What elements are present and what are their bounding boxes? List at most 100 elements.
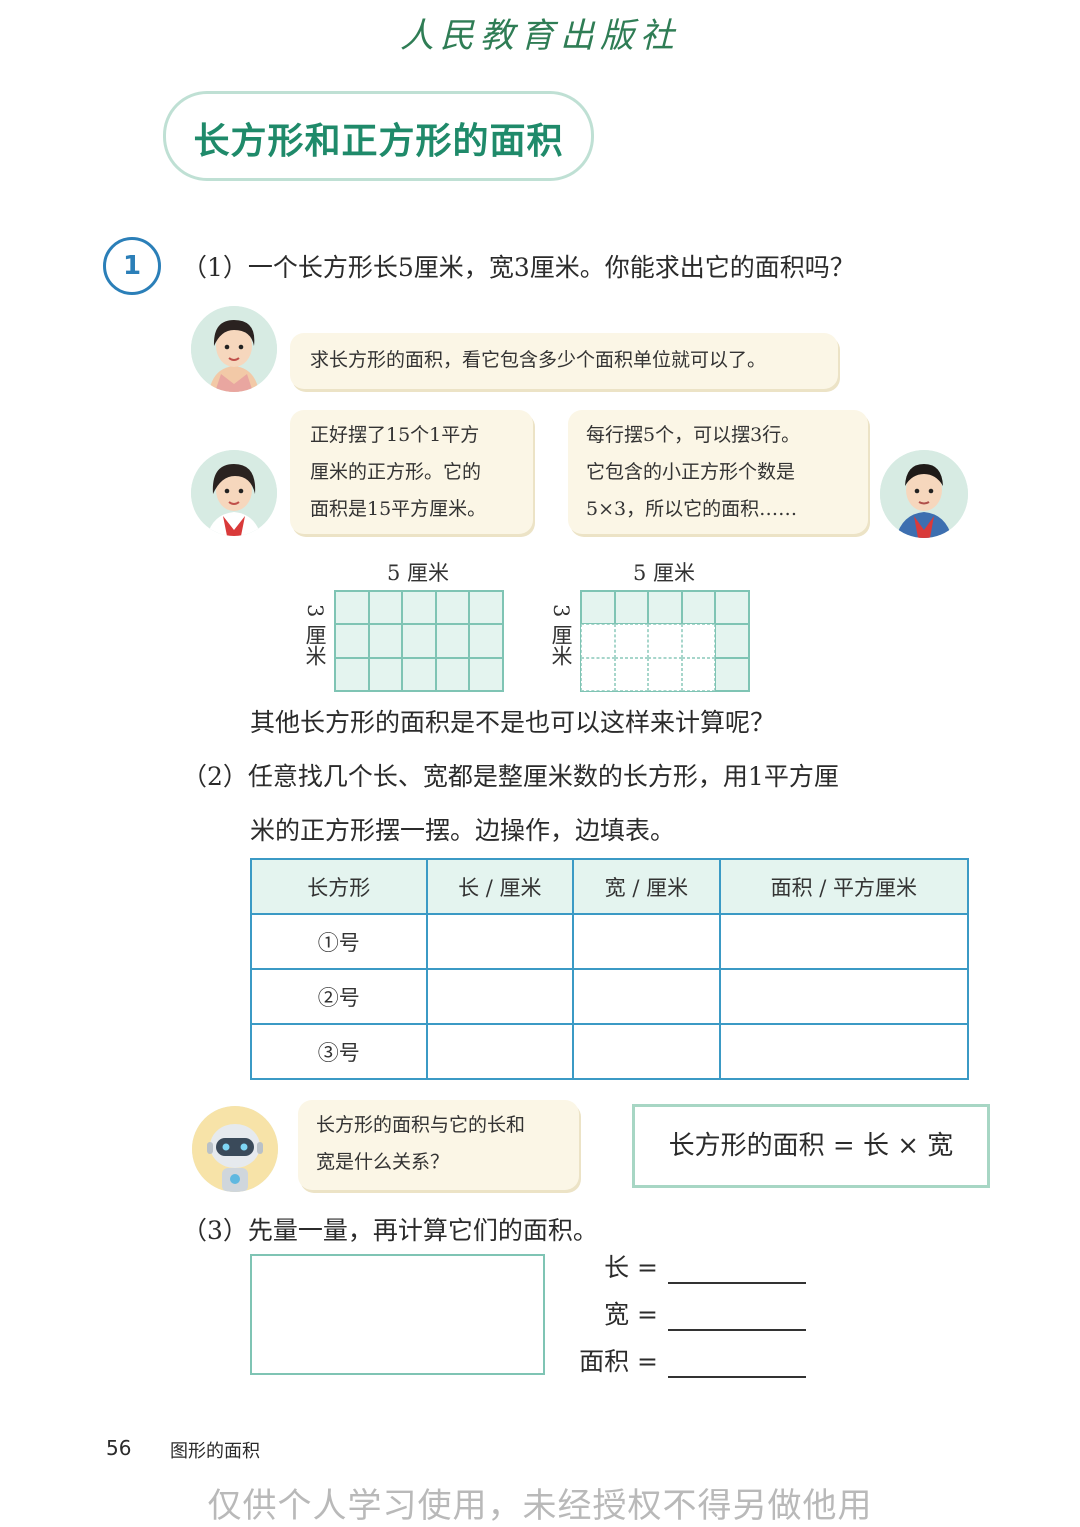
- chapter-name: 图形的面积: [170, 1441, 260, 1462]
- bubble-line: 宽是什么关系？: [316, 1151, 450, 1173]
- bubble-line: 它包含的小正方形个数是: [586, 461, 796, 483]
- speech-bubble-robot: 长方形的面积与它的长和 宽是什么关系？: [298, 1100, 579, 1190]
- area-answer-blank[interactable]: [668, 1356, 806, 1378]
- table-row: ②号: [250, 968, 970, 1025]
- bubble-line: 面积是15平方厘米。: [310, 498, 487, 520]
- unit-square: [648, 657, 682, 691]
- unit-square-grid-full: [334, 590, 504, 692]
- girl-avatar-2: [191, 450, 277, 536]
- bubble-line: 正好摆了15个1平方: [310, 424, 480, 446]
- length-cell[interactable]: [425, 1023, 575, 1080]
- length-cell[interactable]: [425, 913, 575, 970]
- measure-area-row: 面积 =: [548, 1342, 806, 1378]
- bubble-text: 求长方形的面积，看它包含多少个面积单位就可以了。: [310, 349, 767, 371]
- measure-length-label: 长 =: [604, 1253, 658, 1282]
- unit-square: [681, 657, 716, 691]
- unit-square: [715, 591, 749, 625]
- unit-square: [581, 624, 615, 658]
- row-label: ③号: [250, 1023, 428, 1080]
- unit-square: [335, 657, 369, 691]
- page-number: 56: [106, 1436, 132, 1460]
- lesson-title-badge: 长方形和正方形的面积: [163, 91, 594, 181]
- unit-square: [715, 624, 749, 658]
- measure-length-row: 长 =: [548, 1248, 806, 1284]
- grid-left-length-label: 5 厘米: [386, 561, 450, 585]
- unit-square: [614, 591, 649, 625]
- unit-square: [681, 591, 716, 625]
- part3-text: （3）先量一量，再计算它们的面积。: [182, 1216, 598, 1245]
- unit-square-grid-partial: [580, 590, 750, 692]
- measure-rectangle: [250, 1254, 545, 1375]
- length-cell[interactable]: [425, 968, 575, 1025]
- unit-square: [469, 591, 503, 625]
- part2-line1: （2）任意找几个长、宽都是整厘米数的长方形，用1平方厘: [182, 762, 839, 791]
- unit-square: [469, 657, 503, 691]
- question-number: 1: [103, 237, 161, 295]
- unit-square: [335, 624, 369, 658]
- width-cell[interactable]: [572, 913, 721, 970]
- unit-square: [368, 591, 403, 625]
- girl-avatar-1: [191, 306, 277, 392]
- unit-square: [368, 657, 403, 691]
- question-other-text: 其他长方形的面积是不是也可以这样来计算呢？: [250, 708, 776, 737]
- unit-square: [435, 657, 470, 691]
- measure-width-row: 宽 =: [548, 1295, 806, 1331]
- watermark-text: 仅供个人学习使用，未经授权不得另做他用: [207, 1486, 873, 1526]
- row-label: ①号: [250, 913, 428, 970]
- area-cell[interactable]: [718, 1023, 970, 1080]
- area-cell[interactable]: [718, 913, 970, 970]
- bubble-line: 厘米的正方形。它的: [310, 461, 482, 483]
- width-answer-blank[interactable]: [668, 1309, 806, 1331]
- speech-bubble-boy: 每行摆5个，可以摆3行。 它包含的小正方形个数是 5×3，所以它的面积……: [568, 410, 868, 534]
- unit-square: [402, 591, 436, 625]
- width-cell[interactable]: [572, 968, 721, 1025]
- publisher-logo: 人民教育出版社: [400, 16, 680, 56]
- unit-square: [368, 624, 403, 658]
- table-row: ①号: [250, 913, 970, 970]
- length-answer-blank[interactable]: [668, 1262, 806, 1284]
- grid-left-width-label: 3 厘米: [303, 604, 327, 667]
- area-cell[interactable]: [718, 968, 970, 1025]
- unit-square: [581, 657, 615, 691]
- rectangle-table: 长方形 长 / 厘米 宽 / 厘米 面积 / 平方厘米 ①号 ②号 ③号: [250, 858, 970, 1080]
- unit-square: [435, 624, 470, 658]
- boy-avatar: [880, 450, 968, 538]
- table-header: 长方形: [250, 858, 428, 915]
- unit-square: [614, 624, 649, 658]
- part1-text: （1）一个长方形长5厘米，宽3厘米。你能求出它的面积吗？: [182, 253, 855, 282]
- row-label: ②号: [250, 968, 428, 1025]
- unit-square: [402, 657, 436, 691]
- table-header: 长 / 厘米: [425, 858, 575, 915]
- speech-bubble-girl1: 求长方形的面积，看它包含多少个面积单位就可以了。: [290, 333, 838, 389]
- part2-line2: 米的正方形摆一摆。边操作，边填表。: [250, 816, 676, 845]
- unit-square: [648, 624, 682, 658]
- grid-right-width-label: 3 厘米: [549, 604, 573, 667]
- measure-width-label: 宽 =: [604, 1300, 658, 1329]
- unit-square: [469, 624, 503, 658]
- unit-square: [614, 657, 649, 691]
- grid-right-length-label: 5 厘米: [632, 561, 696, 585]
- bubble-line: 每行摆5个，可以摆3行。: [586, 424, 801, 446]
- unit-square: [435, 591, 470, 625]
- unit-square: [581, 591, 615, 625]
- unit-square: [648, 591, 682, 625]
- unit-square: [681, 624, 716, 658]
- table-header: 宽 / 厘米: [572, 858, 721, 915]
- girl-portrait-icon: [191, 306, 277, 392]
- girl-portrait-icon: [191, 450, 277, 536]
- table-header-row: 长方形 长 / 厘米 宽 / 厘米 面积 / 平方厘米: [250, 858, 970, 915]
- width-cell[interactable]: [572, 1023, 721, 1080]
- unit-square: [335, 591, 369, 625]
- robot-avatar: [192, 1106, 278, 1192]
- unit-square: [715, 657, 749, 691]
- robot-icon: [192, 1106, 278, 1192]
- area-formula-box: 长方形的面积 = 长 × 宽: [632, 1104, 990, 1188]
- bubble-line: 长方形的面积与它的长和: [316, 1114, 526, 1136]
- unit-square: [402, 624, 436, 658]
- measure-area-label: 面积 =: [579, 1347, 658, 1376]
- boy-portrait-icon: [880, 450, 968, 538]
- speech-bubble-girl2: 正好摆了15个1平方 厘米的正方形。它的 面积是15平方厘米。: [290, 410, 533, 534]
- table-row: ③号: [250, 1023, 970, 1080]
- table-header: 面积 / 平方厘米: [718, 858, 970, 915]
- lesson-title: 长方形和正方形的面积: [193, 121, 564, 162]
